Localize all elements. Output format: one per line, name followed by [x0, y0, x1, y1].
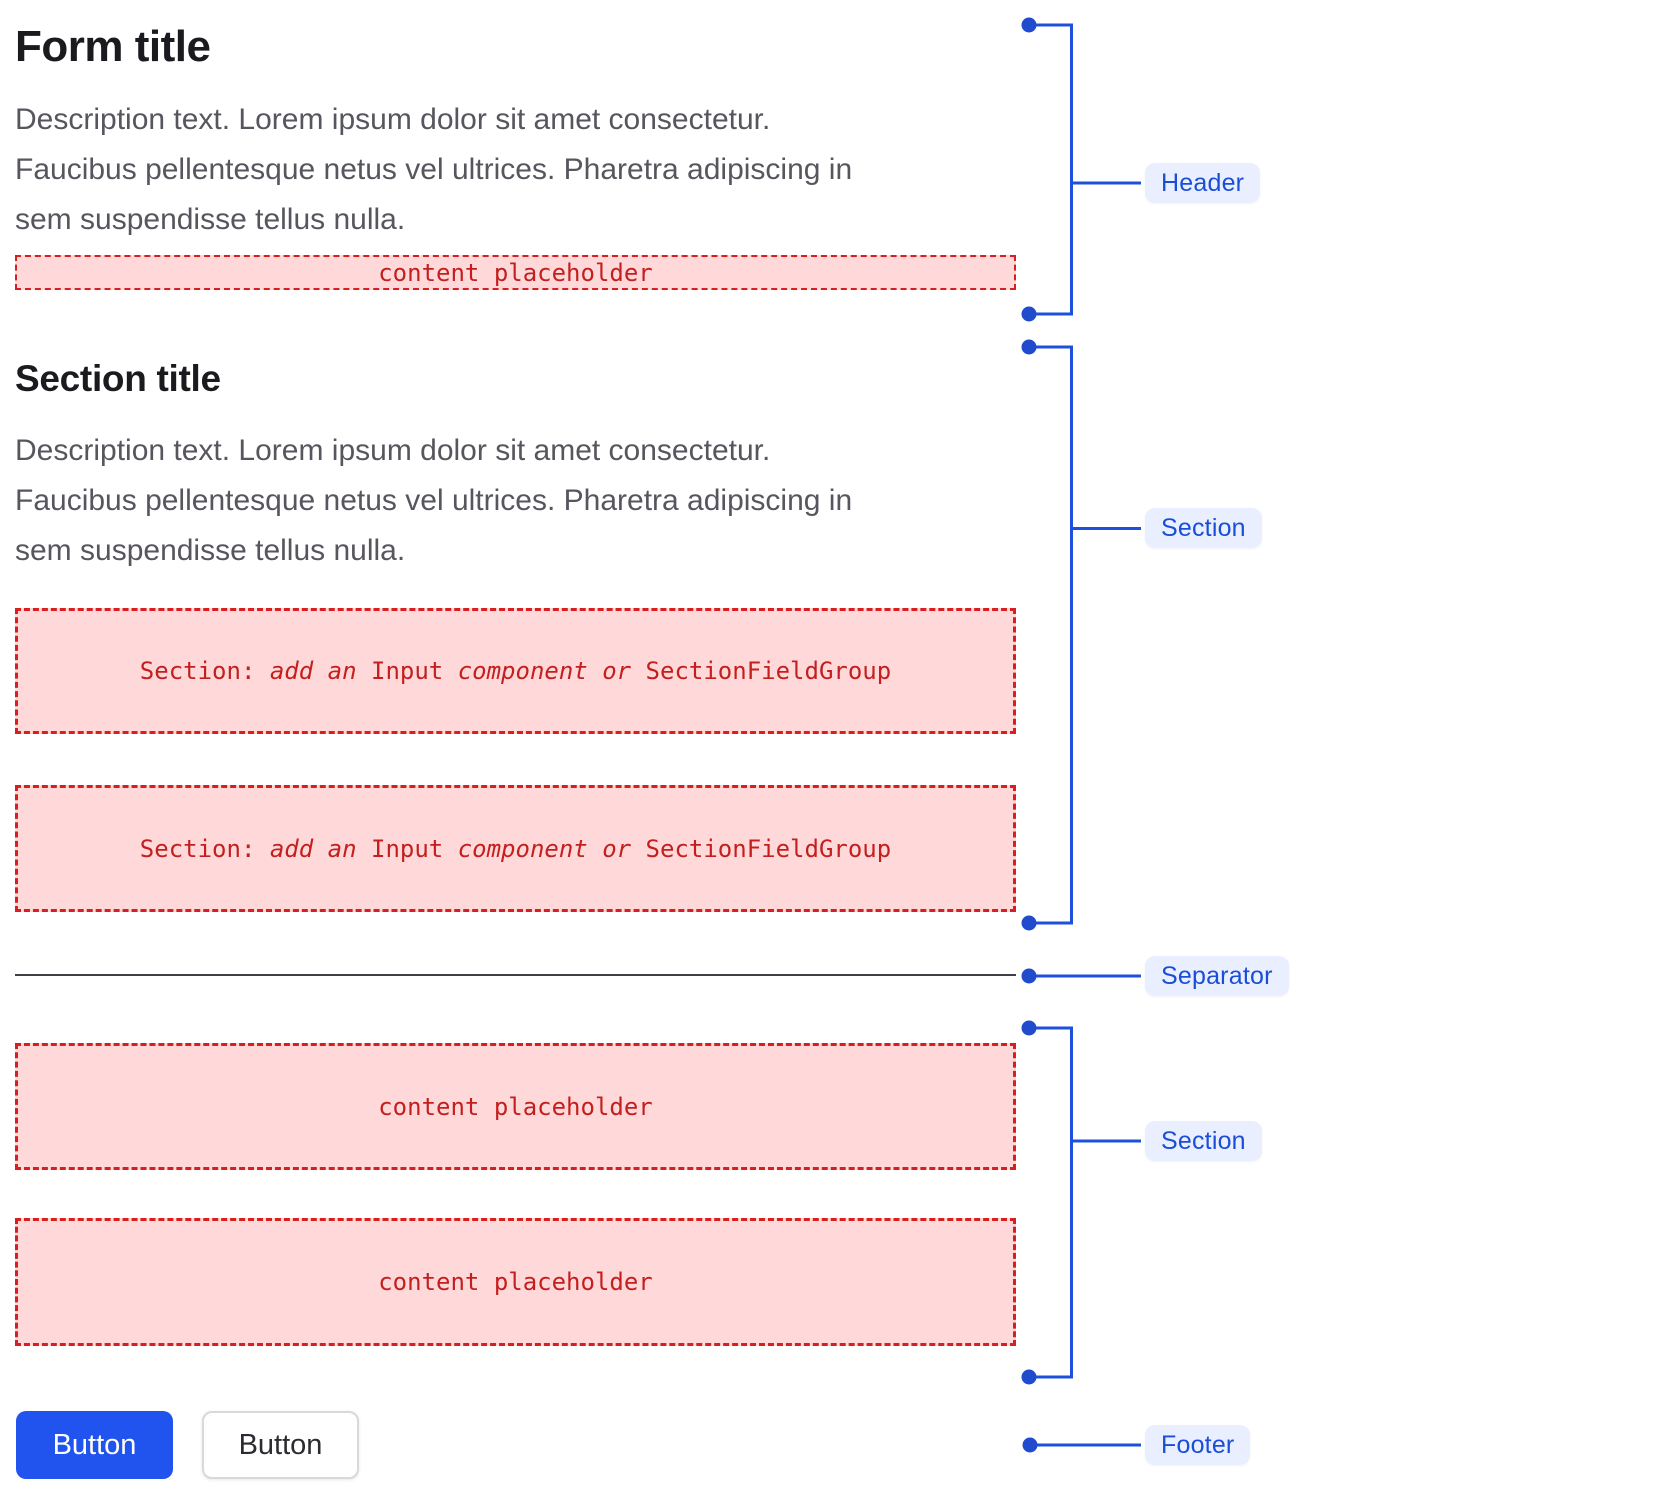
secondary-button[interactable]: Button — [202, 1411, 359, 1479]
connector-bracket-section1 — [1029, 345, 1073, 925]
form-description: Description text. Lorem ipsum dolor sit … — [15, 103, 853, 236]
section-title: Section title — [15, 358, 221, 399]
connector-dot — [1021, 1020, 1037, 1036]
section-content-placeholder: content placeholder — [15, 1218, 1016, 1346]
form-title: Form title — [15, 22, 211, 71]
annotation-label-header: Header — [1145, 163, 1261, 203]
annotation-label-section: Section — [1145, 1121, 1262, 1161]
connector-dot — [1021, 968, 1037, 984]
section-input-placeholder: Section: add an Input component or Secti… — [15, 608, 1016, 734]
connector-bracket-section2 — [1029, 1026, 1073, 1379]
section-content-placeholder: content placeholder — [15, 1043, 1016, 1170]
connector-dot — [1021, 339, 1037, 355]
section-description: Description text. Lorem ipsum dolor sit … — [15, 434, 853, 567]
connector-dot — [1022, 1437, 1038, 1453]
primary-button[interactable]: Button — [16, 1411, 173, 1479]
placeholder-text: Section: add an Input component or Secti… — [139, 657, 892, 685]
connector-dot — [1021, 1369, 1037, 1385]
annotation-label-footer: Footer — [1145, 1425, 1251, 1465]
connector-bracket-header — [1029, 23, 1073, 316]
section-input-placeholder: Section: add an Input component or Secti… — [15, 785, 1016, 912]
annotation-label-separator: Separator — [1145, 956, 1289, 996]
placeholder-text: Section: add an Input component or Secti… — [139, 834, 892, 863]
connector-dot — [1021, 915, 1037, 931]
separator-line — [15, 974, 1016, 976]
placeholder-text: content placeholder — [378, 1268, 653, 1296]
placeholder-text: content placeholder — [378, 258, 653, 287]
annotation-label-section: Section — [1145, 508, 1262, 548]
placeholder-text: content placeholder — [378, 1092, 653, 1121]
header-content-placeholder: content placeholder — [15, 255, 1016, 290]
connector-dot — [1021, 17, 1037, 33]
connector-dot — [1021, 306, 1037, 322]
